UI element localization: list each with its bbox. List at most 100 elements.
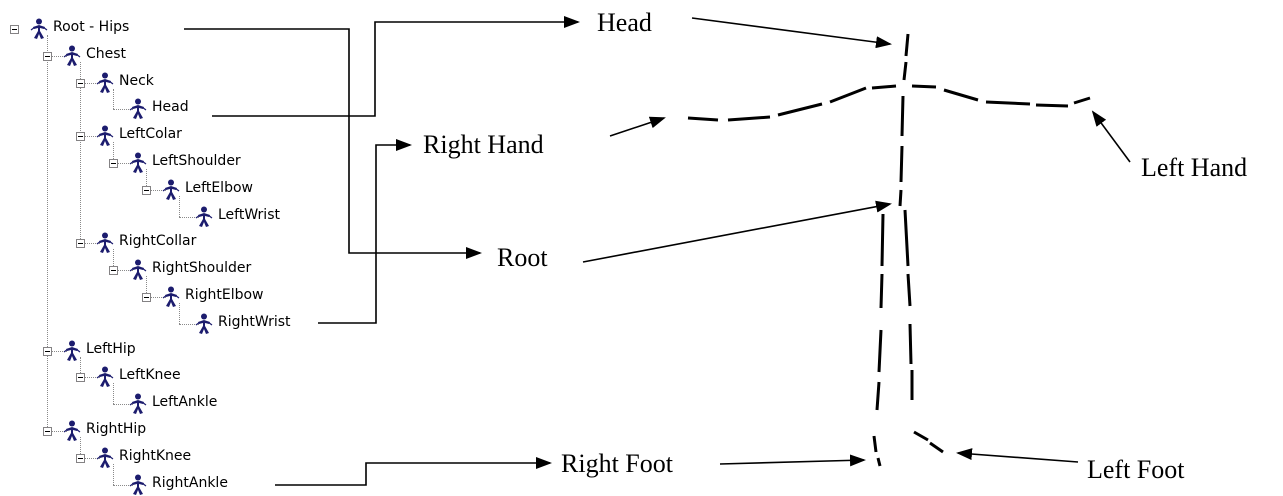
- stick-figure-icon: [129, 152, 147, 173]
- stick-figure-icon: [63, 45, 81, 66]
- tree-guide-line: [113, 249, 114, 271]
- hips-to-root-connector: [184, 28, 482, 259]
- tree-branch-line: [146, 297, 166, 298]
- stick-figure-icon: [129, 393, 147, 415]
- tree-guide-line: [179, 303, 180, 324]
- tree-guide-line: [80, 61, 81, 244]
- tree-node-rightwrist[interactable]: RightWrist: [218, 313, 291, 330]
- stick-figure-icon: [195, 206, 213, 227]
- collapse-minus-icon[interactable]: [109, 159, 118, 168]
- tree-branch-line: [80, 136, 100, 138]
- annotation-left-hand: Left Hand: [1141, 153, 1247, 182]
- tree-branch-line: [47, 55, 67, 57]
- tree-guide-line: [47, 35, 48, 431]
- skeleton-left-arm: [911, 84, 1091, 108]
- tree-guide-line: [113, 142, 114, 163]
- root-pointer-arrow: [582, 200, 892, 263]
- right-foot-pointer-arrow: [719, 454, 866, 467]
- annotation-right-foot: Right Foot: [561, 449, 674, 478]
- skeleton-right-arm: [687, 84, 897, 122]
- tree-node-righthip[interactable]: RightHip: [86, 421, 147, 437]
- head-to-head-connector: [212, 16, 580, 117]
- tree-node-root-hips[interactable]: Root - Hips: [53, 19, 130, 35]
- tree-guide-line: [113, 383, 114, 405]
- collapse-minus-icon[interactable]: [43, 427, 52, 436]
- tree-guide-line: [179, 195, 180, 217]
- stick-figure-icon: [162, 179, 180, 200]
- skeleton-head-segment: [902, 33, 910, 81]
- tree-node-leftcolar[interactable]: LeftColar: [119, 126, 182, 143]
- tree-node-rightankle[interactable]: RightAnkle: [152, 474, 228, 491]
- stick-figure-icon: [30, 18, 48, 39]
- tree-branch-line: [113, 484, 133, 486]
- tree-branch-line: [47, 350, 67, 352]
- stick-figure-icon: [129, 259, 147, 281]
- tree-connectors: [184, 16, 580, 486]
- collapse-minus-icon[interactable]: [76, 239, 85, 249]
- collapse-minus-icon[interactable]: [76, 453, 85, 463]
- collapse-minus-icon[interactable]: [76, 132, 85, 142]
- tree-branch-line: [80, 377, 100, 379]
- tree-branch-line: [113, 163, 133, 164]
- right-hand-pointer-arrow: [609, 116, 666, 137]
- tree-branch-line: [113, 404, 133, 406]
- stick-figure-icon: [96, 72, 114, 93]
- tree-branch-line: [113, 109, 133, 111]
- stick-figure-icon: [96, 366, 114, 388]
- collapse-minus-icon[interactable]: [142, 185, 151, 195]
- stick-figure-icon: [63, 340, 81, 361]
- tree-branch-line: [47, 431, 67, 432]
- tree-node-leftknee[interactable]: LeftKnee: [119, 367, 181, 384]
- tree-node-leftankle[interactable]: LeftAnkle: [152, 394, 218, 411]
- tree-node-lefthip[interactable]: LeftHip: [86, 340, 136, 357]
- collapse-minus-icon[interactable]: [43, 346, 52, 356]
- tree-node-neck[interactable]: Neck: [119, 72, 154, 89]
- stick-figure-icon: [63, 420, 81, 441]
- tree-node-leftelbow[interactable]: LeftElbow: [185, 179, 253, 196]
- annotation-head: Head: [597, 8, 652, 37]
- tree-guide-line: [80, 356, 81, 378]
- tree-node-rightcollar[interactable]: RightCollar: [119, 233, 197, 250]
- collapse-minus-icon[interactable]: [109, 266, 118, 276]
- stick-figure-icon: [195, 313, 213, 334]
- annotation-left-foot: Left Foot: [1087, 455, 1185, 484]
- left-hand-pointer-arrow: [1091, 110, 1131, 163]
- tree-guide-line: [80, 437, 81, 458]
- skeleton-right-leg: [872, 213, 885, 467]
- tree-branch-line: [80, 243, 100, 245]
- tree-node-chest[interactable]: Chest: [86, 45, 127, 62]
- collapse-minus-icon[interactable]: [10, 25, 19, 34]
- tree-branch-line: [113, 270, 133, 272]
- tree-node-leftshoulder[interactable]: LeftShoulder: [152, 153, 241, 169]
- tree-node-rightshoulder[interactable]: RightShoulder: [152, 260, 252, 277]
- rightankle-to-rightfoot-connector: [275, 457, 552, 486]
- skeleton-spine: [898, 95, 905, 207]
- tree-branch-line: [146, 189, 166, 191]
- collapse-minus-icon[interactable]: [142, 293, 151, 302]
- tree-node-rightknee[interactable]: RightKnee: [119, 447, 192, 464]
- annotation-right-hand: Right Hand: [423, 130, 544, 159]
- tree-node-head[interactable]: Head: [152, 99, 189, 116]
- pointer-arrows: [582, 17, 1131, 467]
- stick-figure-icon: [129, 98, 147, 120]
- stick-figure-skeleton: [687, 33, 1091, 467]
- tree-branch-line: [80, 82, 100, 84]
- tree-branch-line: [179, 323, 199, 325]
- tree-branch-line: [179, 216, 199, 218]
- tree-guide-line: [113, 463, 114, 485]
- stick-figure-icon: [96, 125, 114, 147]
- stick-figure-icon: [96, 447, 114, 468]
- tree-node-rightelbow[interactable]: RightElbow: [185, 287, 264, 303]
- collapse-minus-icon[interactable]: [43, 51, 52, 61]
- tree-node-leftwrist[interactable]: LeftWrist: [218, 206, 280, 223]
- collapse-minus-icon[interactable]: [76, 373, 85, 383]
- tree-guide-line: [146, 169, 147, 190]
- collapse-minus-icon[interactable]: [76, 78, 85, 88]
- left-foot-pointer-arrow: [956, 448, 1079, 463]
- stick-figure-icon: [129, 474, 147, 495]
- stick-figure-icon: [96, 232, 114, 254]
- rightwrist-to-righthand-connector: [318, 139, 412, 324]
